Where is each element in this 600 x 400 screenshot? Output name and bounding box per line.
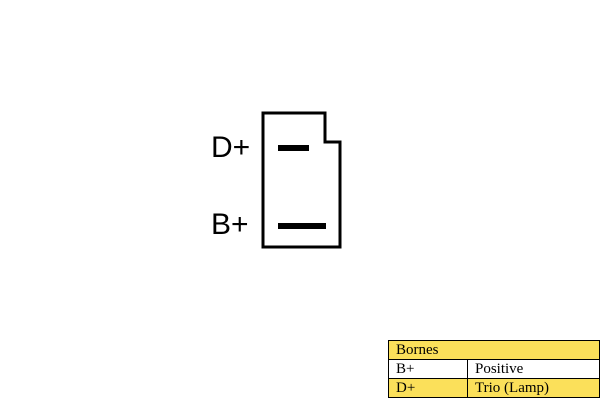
legend-header-row: Bornes (388, 340, 600, 360)
terminal-blade-b-plus (278, 223, 326, 229)
legend-row: B+ Positive (388, 359, 600, 379)
legend-value: Positive (467, 359, 600, 379)
legend-row: D+ Trio (Lamp) (388, 378, 600, 398)
connector-housing (261, 111, 342, 249)
legend-value: Trio (Lamp) (467, 378, 600, 398)
terminal-blade-d-plus (278, 145, 309, 151)
terminal-label-b-plus: B+ (211, 208, 249, 241)
terminal-label-d-plus: D+ (211, 131, 251, 164)
legend-header: Bornes (388, 340, 600, 360)
legend-key: B+ (388, 359, 468, 379)
terminal-legend-table: Bornes B+ Positive D+ Trio (Lamp) (388, 340, 600, 398)
legend-key: D+ (388, 378, 468, 398)
